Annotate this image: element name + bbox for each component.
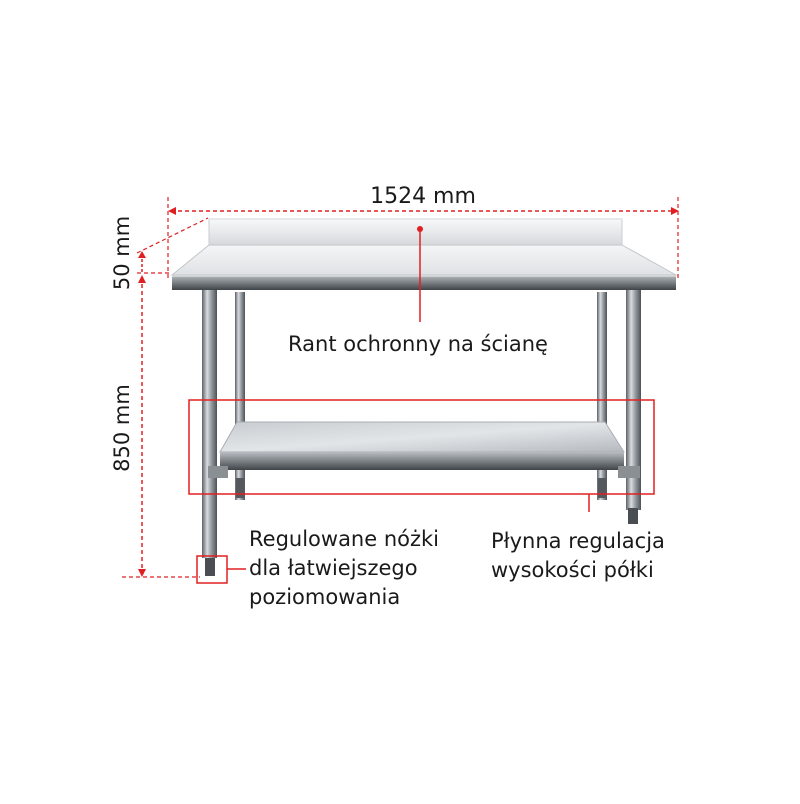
undershelf-edge	[220, 452, 624, 470]
table-height-label: 850 mm	[110, 384, 134, 472]
front-left-leg	[202, 290, 217, 558]
upstand-label: Rant ochronny na ścianę	[288, 332, 548, 356]
shelf-highlight-box	[188, 399, 655, 495]
undershelf-surface	[219, 421, 625, 453]
feet-label-line1: Regulowane nóżki	[249, 527, 439, 551]
upstand-height-label: 50 mm	[110, 216, 134, 290]
labels: 1524 mm 50 mm 850 mm Rant ochronny na śc…	[110, 184, 665, 609]
annotations	[122, 197, 679, 584]
back-right-leg	[597, 292, 607, 500]
back-right-foot	[598, 478, 606, 498]
shelf-label-line2: wysokości półki	[491, 558, 654, 582]
width-label: 1524 mm	[370, 184, 476, 209]
front-right-foot	[628, 508, 638, 524]
feet-label-line3: poziomowania	[249, 585, 400, 609]
work-table	[170, 218, 678, 576]
feet-label-line2: dla łatwiejszego	[249, 556, 418, 580]
back-left-leg	[235, 292, 245, 500]
shelf-label-line1: Płynna regulacja	[491, 529, 665, 553]
front-left-foot	[205, 558, 215, 576]
table-top	[170, 244, 678, 276]
backsplash	[208, 218, 623, 246]
table-top-edge	[172, 275, 676, 290]
back-left-foot	[236, 478, 244, 498]
